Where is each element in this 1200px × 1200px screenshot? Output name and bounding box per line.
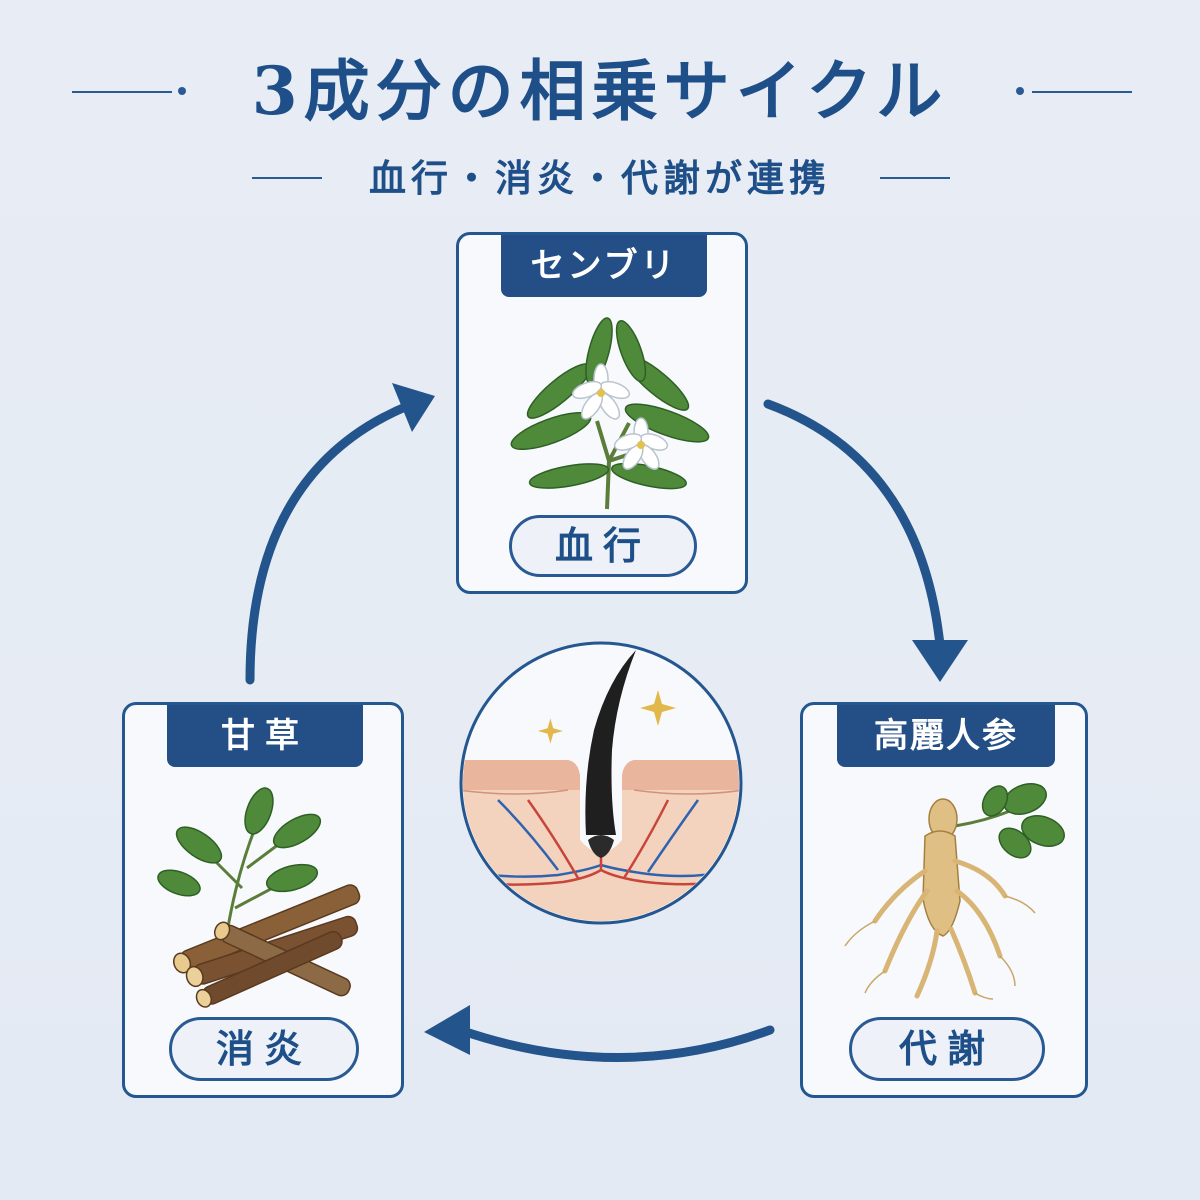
title-rule-left [72, 91, 172, 93]
licorice-root-icon [157, 787, 361, 1008]
subtitle-rule-left [252, 177, 322, 179]
swertia-plant-icon [510, 317, 710, 510]
title-dot-right [1016, 87, 1024, 95]
ginseng-root-icon [844, 783, 1065, 1000]
card-kanzo-effect: 消炎 [169, 1017, 359, 1081]
arrowhead-bottom [424, 1005, 470, 1055]
title-dot-left [178, 87, 186, 95]
hair-follicle-icon [459, 641, 743, 925]
arrow-bottom [455, 1025, 775, 1062]
card-korai-ninjin: 高麗人参 代謝 [800, 702, 1088, 1098]
card-kanzo: 甘草 [122, 702, 404, 1098]
sparkle-icon [537, 690, 676, 744]
card-senburi: センブリ [456, 232, 748, 594]
arrow-top-left [245, 400, 415, 685]
card-senburi-label: センブリ [501, 235, 707, 297]
card-korai-ninjin-label: 高麗人参 [837, 705, 1055, 767]
arrow-top-right [763, 399, 945, 650]
card-senburi-effect: 血行 [509, 515, 697, 577]
card-kanzo-label: 甘草 [167, 705, 363, 767]
card-korai-ninjin-effect: 代謝 [849, 1017, 1045, 1081]
arrowhead-right [912, 640, 968, 682]
arrowhead-left [392, 383, 435, 432]
page-title: 3成分の相乗サイクル [251, 52, 949, 130]
title-rule-right [1032, 91, 1132, 93]
page-subtitle: 血行・消炎・代謝が連携 [369, 156, 831, 200]
subtitle-rule-right [880, 177, 950, 179]
